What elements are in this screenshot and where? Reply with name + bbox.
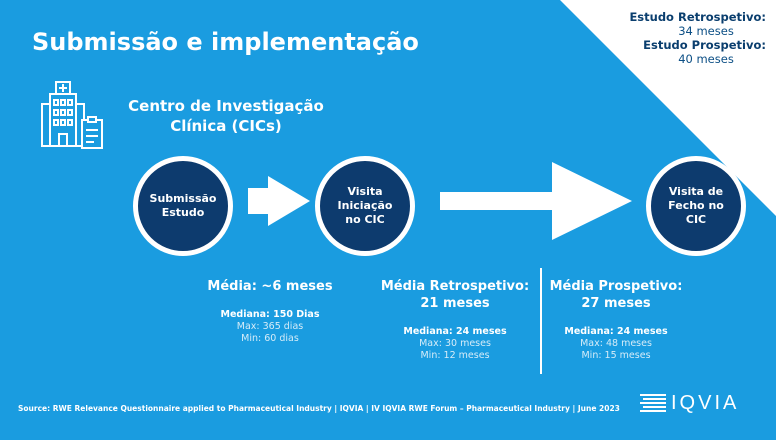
source-footnote: Source: RWE Relevance Questionnaire appl… [18, 404, 620, 413]
stat-prospective: Média Prospetivo: 27 meses Mediana: 24 m… [538, 278, 694, 362]
step-initiation-line2: Iniciação [337, 199, 393, 212]
study-durations: Estudo Retrospetivo: 34 meses Estudo Pro… [606, 10, 766, 66]
stat-submission-min: Min: 60 dias [241, 333, 299, 344]
iqvia-logo-icon [640, 394, 666, 412]
step-initiation-line3: no CIC [345, 213, 385, 226]
step-submission-line1: Submissão [149, 192, 217, 205]
stat-retrospective-median: Mediana: 24 meses [403, 326, 507, 337]
stat-prospective-max: Max: 48 meses [580, 338, 652, 349]
stat-submission-median: Mediana: 150 Dias [220, 309, 320, 320]
stat-submission: Média: ~6 meses Mediana: 150 Dias Max: 3… [200, 278, 340, 345]
stat-retrospective: Média Retrospetivo: 21 meses Mediana: 24… [370, 278, 540, 362]
divider-line [540, 268, 542, 374]
retrospective-label: Estudo Retrospetivo: [629, 10, 766, 24]
step-closing-circle: Visita de Fecho no CIC [646, 156, 746, 256]
site-label-line1: Centro de Investigação [128, 97, 324, 115]
stat-prospective-mean: Média Prospetivo: [549, 279, 683, 294]
stat-prospective-mean-value: 27 meses [581, 296, 651, 311]
iqvia-logo: IQVIA [640, 390, 739, 416]
slide-title: Submissão e implementação [32, 28, 419, 56]
site-label-line2: Clínica (CICs) [170, 117, 282, 135]
stat-retrospective-min: Min: 12 meses [420, 350, 490, 361]
stat-submission-mean: Média: ~6 meses [207, 279, 333, 294]
stat-submission-max: Max: 365 dias [236, 321, 304, 332]
prospective-label: Estudo Prospetivo: [643, 38, 766, 52]
step-submission-line2: Estudo [161, 206, 205, 219]
arrow-long [440, 162, 632, 240]
stat-prospective-min: Min: 15 meses [581, 350, 651, 361]
stat-retrospective-mean-value: 21 meses [420, 296, 490, 311]
stat-retrospective-max: Max: 30 meses [419, 338, 491, 349]
iqvia-logo-text: IQVIA [671, 391, 740, 414]
arrow-short [248, 176, 310, 226]
retrospective-value: 34 meses [678, 24, 734, 38]
prospective-value: 40 meses [678, 52, 734, 66]
step-submission-circle: Submissão Estudo [133, 156, 233, 256]
step-closing-line3: CIC [685, 213, 707, 226]
site-label: Centro de Investigação Clínica (CICs) [126, 96, 326, 136]
stat-prospective-median: Mediana: 24 meses [564, 326, 668, 337]
step-initiation-line1: Visita [347, 185, 383, 198]
step-initiation-circle: Visita Iniciação no CIC [315, 156, 415, 256]
step-closing-line1: Visita de [668, 185, 724, 198]
step-closing-line2: Fecho no [668, 199, 724, 212]
hospital-building-icon [41, 81, 103, 149]
stat-retrospective-mean: Média Retrospetivo: [380, 279, 530, 294]
